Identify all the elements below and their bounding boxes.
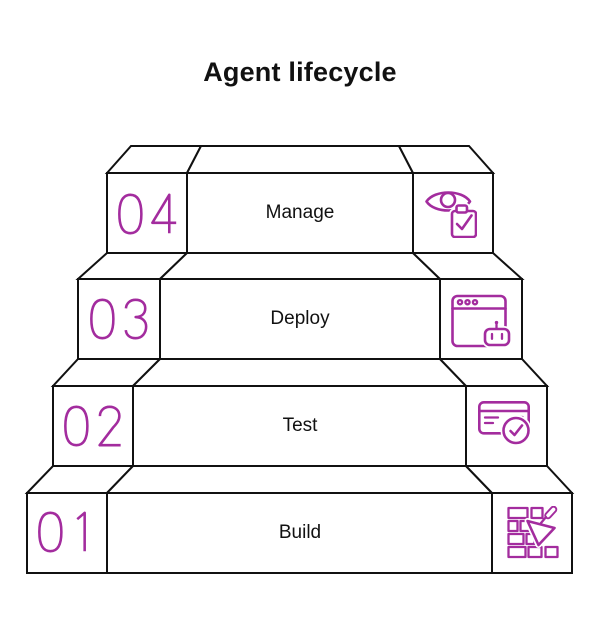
step-1-number — [38, 511, 86, 553]
step-4-number — [118, 193, 177, 235]
step-1-label: Build — [278, 522, 322, 543]
browser-robot-icon — [451, 294, 511, 348]
card-check-icon — [478, 401, 530, 445]
step-3-number — [90, 298, 148, 340]
step-3-label: Deploy — [270, 308, 330, 329]
step-2-label: Test — [282, 415, 318, 436]
page-title: Agent lifecycle — [203, 57, 397, 87]
step-2-number — [64, 405, 121, 447]
eye-clipboard-check-icon — [425, 191, 477, 238]
step-4-label: Manage — [265, 202, 335, 223]
bricks-trowel-icon — [507, 506, 559, 559]
